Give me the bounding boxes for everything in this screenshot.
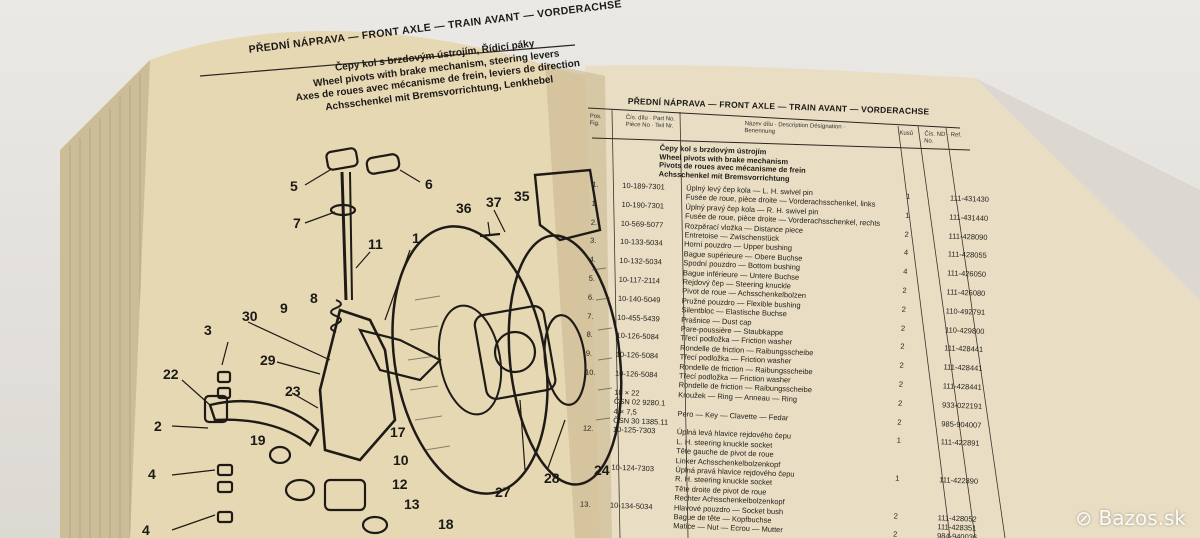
table-cell-qty: 2 <box>893 511 899 521</box>
table-cell-qty: 2 <box>892 529 898 538</box>
table-cell-ref: 933-022191 <box>941 400 983 411</box>
table-cell-ref: 111-428441 <box>944 343 984 355</box>
table-cell-qty: 2 <box>898 379 904 389</box>
table-cell-pos: 4. <box>589 254 596 265</box>
table-cell-pos: 10. <box>584 367 596 377</box>
callout: 10 <box>393 452 409 468</box>
table-cell-part: 10-126-5084 <box>615 349 659 361</box>
table-cell-part: 4 × 7,5 <box>613 406 637 417</box>
table-cell-pos: 2. <box>590 217 598 227</box>
table-cell-qty: 2 <box>901 304 907 314</box>
table-cell-part: 10-133-5034 <box>619 237 663 248</box>
table-cell-part: 10-126-5084 <box>616 331 660 342</box>
table-cell-part: 10-140-5049 <box>617 293 661 305</box>
table-cell-ref: 985-904007 <box>941 418 982 430</box>
callout: 22 <box>163 366 179 382</box>
table-cell-part: 10-126-5084 <box>614 368 658 380</box>
table-cell-ref: 111-428441 <box>943 362 983 374</box>
callout: 6 <box>425 176 433 192</box>
table-cell-qty: 2 <box>897 417 902 427</box>
table-cell-pos: 5. <box>588 273 596 283</box>
table-cell-part: 10-190-7301 <box>621 199 665 211</box>
table-cell-ref: 111-422891 <box>940 437 980 449</box>
table-cell-qty: 1 <box>905 191 911 201</box>
table-cell-ref: 111-422890 <box>939 475 979 486</box>
callout: 37 <box>486 194 502 210</box>
table-cell-part: 10-117-2114 <box>618 274 661 286</box>
table-cell-pos: 12. <box>582 423 594 434</box>
table-cell-qty: 4 <box>903 266 908 277</box>
table-cell-pos: 7. <box>587 311 594 321</box>
table-cell-qty: 2 <box>900 323 906 333</box>
table-cell-ref: 984-940036 <box>936 531 978 538</box>
watermark-icon: ⊘ <box>1075 506 1093 530</box>
table-cell-part: 18 × 22 <box>614 387 640 398</box>
table-cell-pos: 6. <box>587 292 595 302</box>
callout: 29 <box>260 352 276 368</box>
table-cell-qty: 1 <box>895 473 900 483</box>
section-title: Čepy kol s brzdovým ústrojím Wheel pivot… <box>659 143 807 184</box>
callout: 24 <box>594 462 610 478</box>
callout: 12 <box>392 476 408 492</box>
callout: 30 <box>242 308 258 324</box>
callout: 35 <box>514 188 530 204</box>
callout: 4 <box>148 466 156 482</box>
table-cell-qty: 2 <box>902 285 907 295</box>
callout: 13 <box>404 496 420 512</box>
table-cell-part: 10-132-5034 <box>619 256 663 267</box>
callout: 17 <box>390 424 406 440</box>
table-cell-desc: Pero — Key — Clavette — Fedar <box>677 408 789 423</box>
table-cell-pos: 1. <box>592 179 599 189</box>
callout: 19 <box>250 432 266 448</box>
table-cell-pos: 1. <box>591 198 599 208</box>
table-cell-pos: 8. <box>586 330 593 340</box>
table-cell-qty: 1 <box>896 436 902 446</box>
callout: 27 <box>495 484 511 500</box>
callout: 4 <box>142 522 150 538</box>
table-cell-pos: 9. <box>585 348 593 359</box>
table-cell-qty: 4 <box>903 248 909 258</box>
table-cell-ref: 111-428055 <box>947 249 987 261</box>
table-cell-pos: 3. <box>589 236 597 246</box>
table-cell-pos: 13. <box>579 499 591 509</box>
callout: 8 <box>310 290 318 306</box>
table-cell-part: 10-124-7303 <box>611 462 655 474</box>
table-cell-part: 10-569-5077 <box>620 218 664 230</box>
table-cell-ref: 111-431440 <box>949 212 989 223</box>
callout: 28 <box>544 470 560 486</box>
callout: 9 <box>280 300 288 316</box>
table-cell-ref: 111-428090 <box>948 231 988 242</box>
callout: 11 <box>368 236 383 252</box>
callout: 7 <box>293 215 301 231</box>
table-cell-part: 10-455-5439 <box>617 312 660 324</box>
table-cell-part: 10-125-7303 <box>612 425 656 436</box>
callout: 18 <box>438 516 454 532</box>
table-cell-ref: 111-431430 <box>949 193 990 204</box>
watermark-logo: ⊘ Bazos.sk <box>1075 506 1186 530</box>
table-cell-qty: 2 <box>899 360 904 371</box>
callout: 2 <box>154 418 162 434</box>
table-cell-qty: 1 <box>905 210 910 220</box>
table-cell-ref: 111-426080 <box>946 287 986 298</box>
table-cell-part: 10-189-7301 <box>622 180 665 192</box>
watermark-text: Bazos.sk <box>1098 506 1187 530</box>
table-cell-qty: 2 <box>904 229 909 239</box>
callout: 1 <box>412 230 420 246</box>
table-cell-ref: 110-492791 <box>945 306 986 317</box>
table-cell-qty: 2 <box>897 398 903 408</box>
table-cell-qty: 2 <box>900 342 905 352</box>
table-cell-ref: 111-426050 <box>946 268 987 280</box>
table-cell-part: 10-134-5034 <box>609 500 653 511</box>
callout: 5 <box>290 178 298 194</box>
callout: 3 <box>204 322 212 338</box>
table-cell-ref: 111-428441 <box>942 381 982 392</box>
callout: 36 <box>456 200 472 216</box>
table-cell-ref: 110-429800 <box>944 324 985 336</box>
callout: 23 <box>285 383 301 399</box>
